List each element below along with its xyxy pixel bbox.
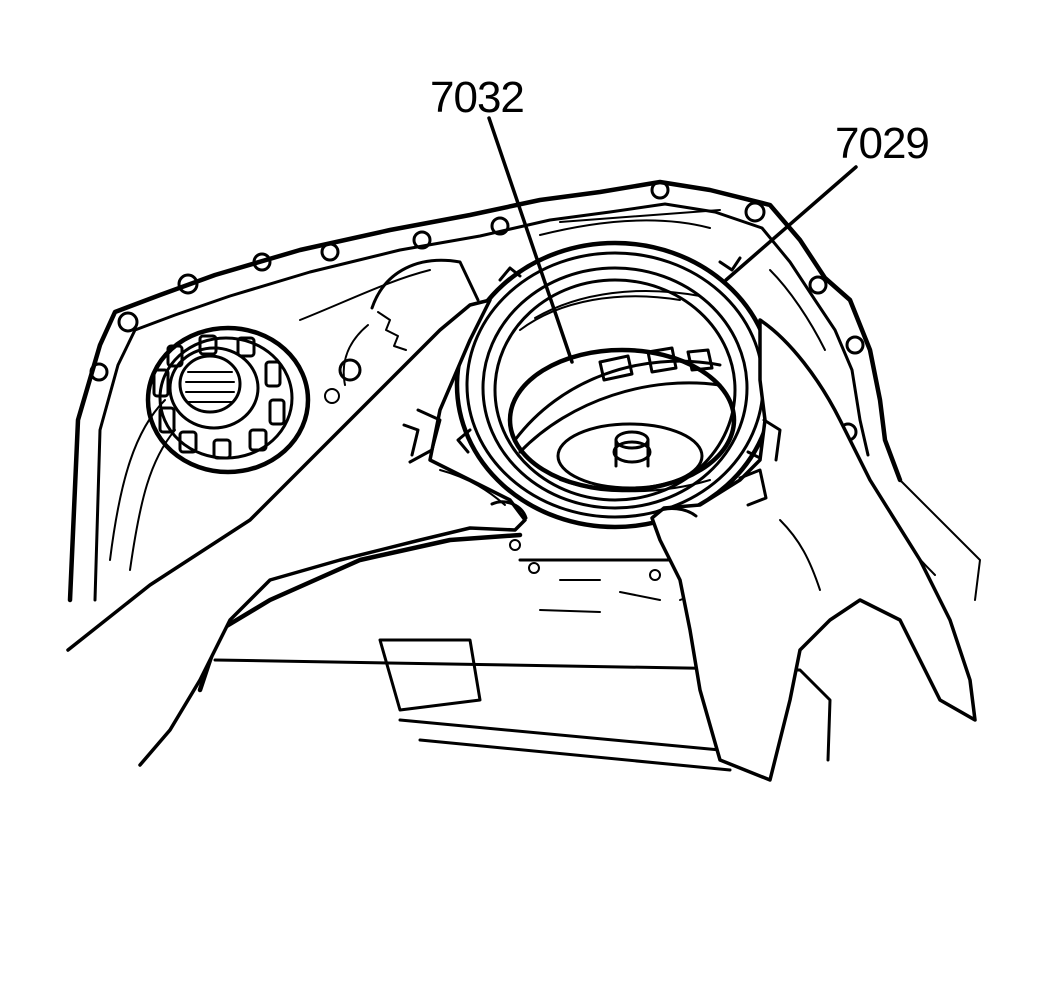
callout-label-7032: 7032 (430, 73, 524, 122)
clutch-ring-assembly (454, 240, 776, 530)
leader-line-7029 (724, 165, 858, 282)
left-hand (66, 298, 528, 767)
output-bearing (145, 325, 311, 475)
callout-label-7029: 7029 (835, 119, 929, 168)
drive-gear (324, 258, 480, 404)
right-hand (650, 318, 977, 782)
leader-line-7032 (487, 116, 574, 364)
